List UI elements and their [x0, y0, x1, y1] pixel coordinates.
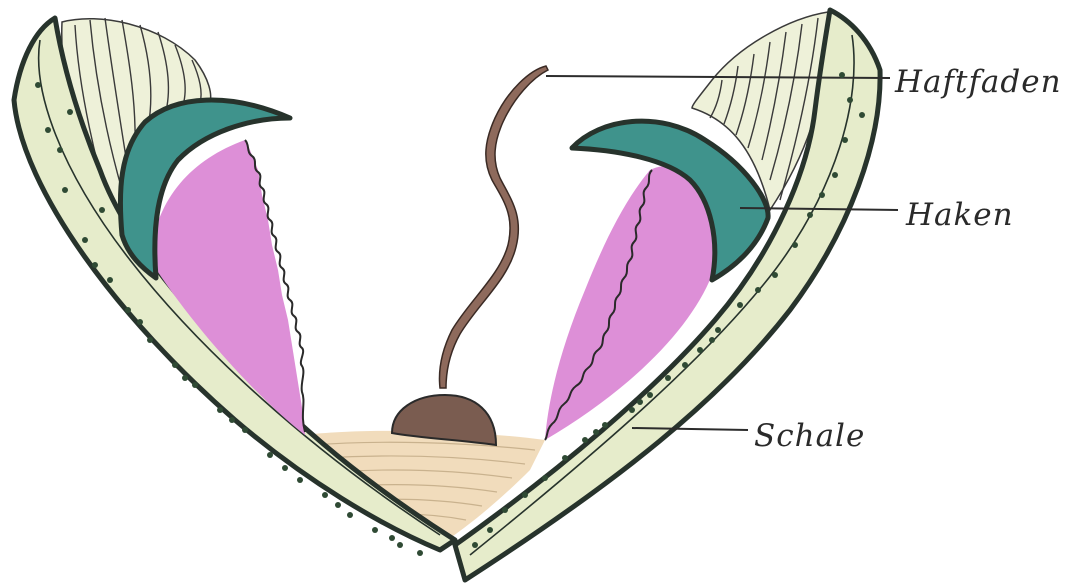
shell-dot	[522, 492, 528, 498]
shell-dot	[297, 477, 303, 483]
shell-dot	[542, 475, 548, 481]
shell-dot	[267, 452, 273, 458]
shell-dot	[697, 347, 703, 353]
shell-dot	[737, 302, 743, 308]
shell-dot	[82, 237, 88, 243]
shell-dot	[192, 382, 198, 388]
shell-dot	[582, 437, 588, 443]
shell-dot	[709, 337, 715, 343]
shell-dot	[807, 212, 813, 218]
shell-dot	[182, 375, 188, 381]
shell-dot	[397, 542, 403, 548]
shell-dot	[99, 207, 105, 213]
label-haken: Haken	[905, 197, 1014, 233]
shell-dot	[147, 337, 153, 343]
shell-dot	[45, 127, 51, 133]
shell-dot	[67, 109, 73, 115]
shell-dot	[647, 392, 653, 398]
shell-dot	[839, 72, 845, 78]
shell-dot	[772, 272, 778, 278]
shell-dot	[472, 542, 478, 548]
shell-dot	[502, 507, 508, 513]
shell-dot	[755, 287, 761, 293]
shell-dot	[322, 492, 328, 498]
shell-dot	[562, 455, 568, 461]
shell-dot	[832, 172, 838, 178]
shell-dot	[859, 112, 865, 118]
shell-dot	[372, 527, 378, 533]
shell-dot	[347, 512, 353, 518]
shell-dot	[629, 407, 635, 413]
shell-dot	[665, 375, 671, 381]
shell-dot	[335, 502, 341, 508]
shell-dot	[847, 97, 853, 103]
shell-dot	[125, 307, 131, 313]
label-haftfaden: Haftfaden	[894, 64, 1062, 100]
shell-dot	[137, 319, 143, 325]
shell-dot	[715, 327, 721, 333]
label-schale: Schale	[754, 418, 865, 454]
shell-dot	[217, 407, 223, 413]
shell-dot	[682, 362, 688, 368]
shell-dot	[107, 277, 113, 283]
shell-dot	[819, 192, 825, 198]
shell-dot	[602, 422, 608, 428]
shell-dot	[487, 527, 493, 533]
shell-dot	[389, 535, 395, 541]
shell-dot	[417, 550, 423, 556]
shell-dot	[35, 82, 41, 88]
shell-dot	[57, 147, 63, 153]
shell-dot	[172, 362, 178, 368]
shell-dot	[229, 417, 235, 423]
attachment-thread	[440, 66, 549, 388]
shell-dot	[792, 242, 798, 248]
shell-dot	[62, 187, 68, 193]
shell-dot	[593, 429, 599, 435]
shell-dot	[92, 262, 98, 268]
shell-dot	[282, 465, 288, 471]
shell-dot	[637, 399, 643, 405]
shell-dot	[242, 427, 248, 433]
shell-dot	[842, 137, 848, 143]
